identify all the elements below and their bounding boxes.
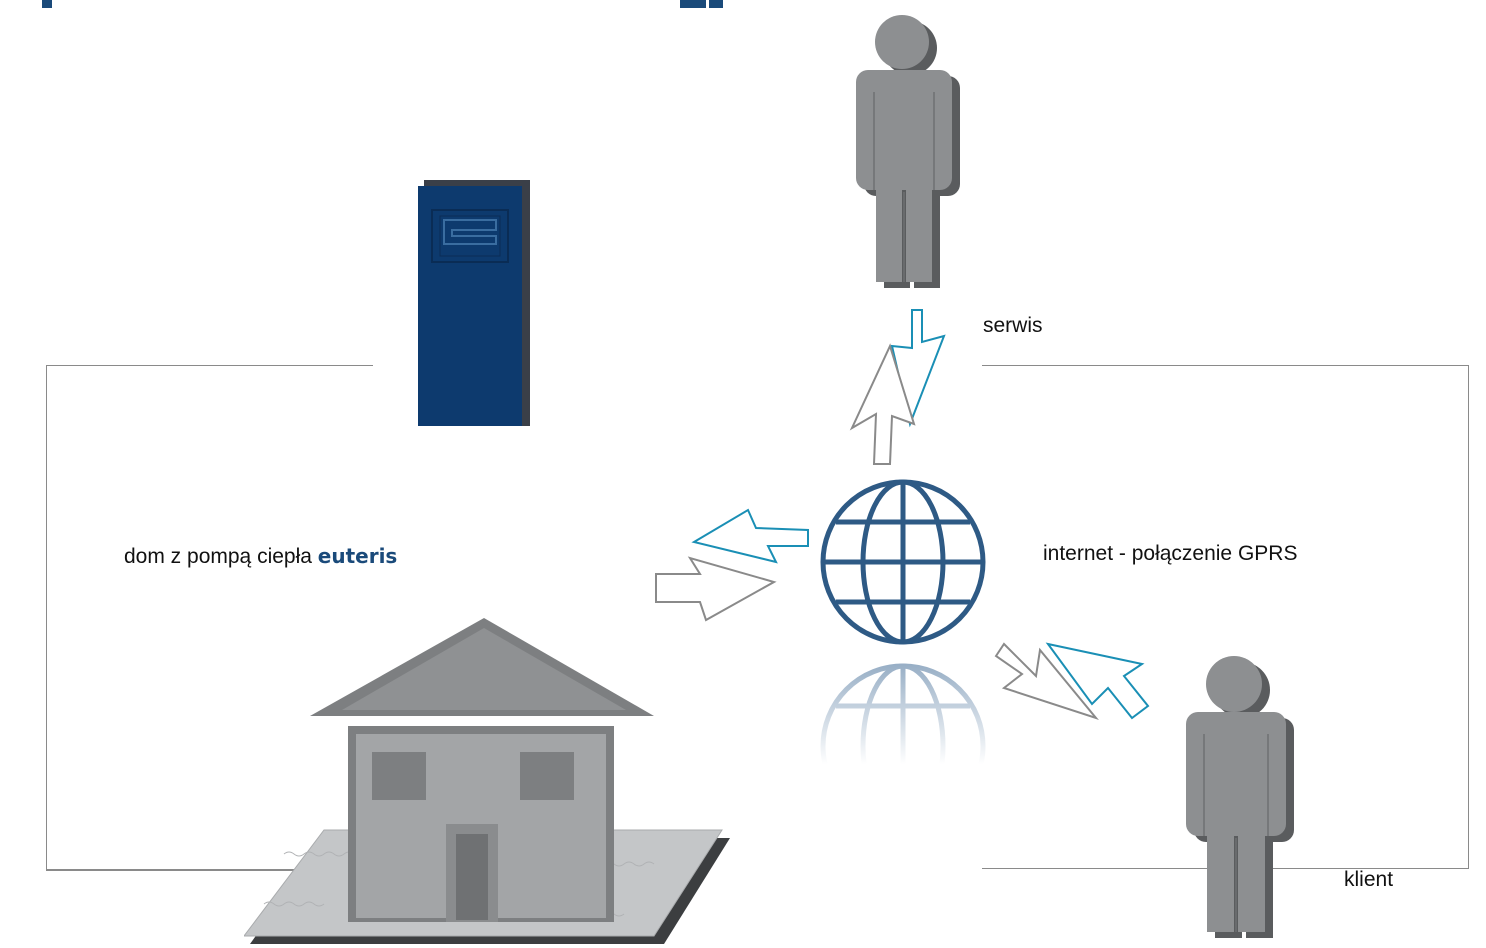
client-arrows: [994, 642, 1150, 721]
service-label: serwis: [983, 314, 1043, 337]
person-service-icon: [856, 15, 960, 288]
internet-label: internet - połączenie GPRS: [1043, 542, 1298, 565]
house-label-prefix: dom z pompą ciepła: [124, 545, 318, 568]
cursor-arrow-icon: [1045, 642, 1150, 720]
house-label: dom z pompą ciepła euteris: [124, 544, 397, 569]
brand-name: euteris: [317, 544, 398, 568]
house-icon: [244, 618, 730, 944]
heat-pump-unit-icon: [418, 180, 530, 426]
service-arrows: [849, 309, 946, 465]
globe-icon: [812, 479, 994, 764]
cursor-arrow-icon: [655, 556, 777, 622]
house-arrows: [655, 508, 809, 622]
cursor-arrow-icon: [994, 642, 1099, 721]
client-label: klient: [1344, 868, 1394, 891]
left-group-bracket: [46, 365, 373, 871]
cropped-title-fragment: [40, 0, 730, 8]
cursor-arrow-icon: [849, 343, 916, 465]
person-client-icon: [1186, 656, 1294, 938]
cursor-arrow-icon: [691, 508, 809, 564]
left-bracket-bottom-extension: [46, 869, 328, 870]
